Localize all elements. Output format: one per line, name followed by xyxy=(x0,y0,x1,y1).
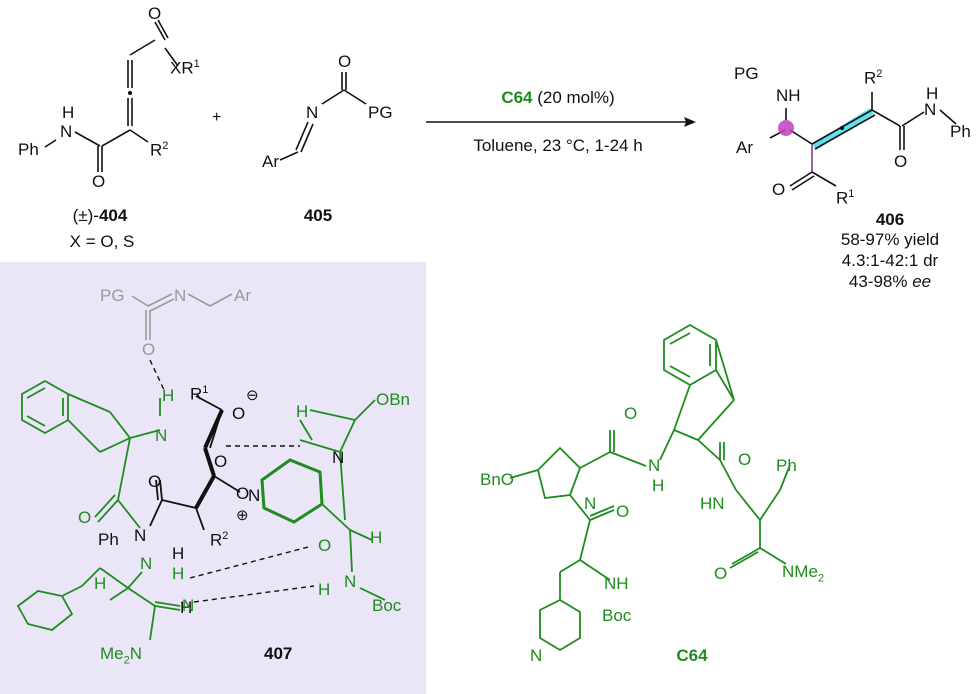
ts-green-O-amide: O xyxy=(78,508,92,527)
c64-N-proline: N xyxy=(584,494,597,513)
c64-O4: O xyxy=(714,564,728,583)
ts-green-O-lower: O xyxy=(318,536,332,555)
ts-green-H3: H xyxy=(94,574,107,593)
atom-O-406-ketone: O xyxy=(772,180,786,199)
c64-O1: O xyxy=(624,404,638,423)
ts-O2: O xyxy=(214,452,228,471)
ts-N: N xyxy=(134,526,147,545)
structure-405-bonds xyxy=(279,72,367,161)
ts-R2: R2 xyxy=(210,530,229,550)
c64-N1: N xyxy=(648,456,661,475)
compound-405-label: 405 xyxy=(303,206,333,225)
plus-sign: + xyxy=(212,109,222,126)
atom-Ph-404: Ph xyxy=(18,140,39,159)
compound-404-note: X = O, S xyxy=(69,232,135,251)
atom-Ph-406: Ph xyxy=(950,122,971,141)
atom-PG-406: PG xyxy=(734,64,759,83)
ts-green-N2: N xyxy=(140,554,153,573)
ts-Ph: Ph xyxy=(98,530,119,549)
atom-NH-406: NH xyxy=(776,86,801,105)
c64-HN: HN xyxy=(700,494,725,513)
atom-XR1-404: XR1 xyxy=(170,58,200,78)
atom-O-405: O xyxy=(338,52,352,71)
c64-NH2: NH xyxy=(604,574,629,593)
ts-grey-substrate-bonds xyxy=(131,293,233,340)
atom-Ar-406: Ar xyxy=(736,138,753,157)
ts-hbond-dashes xyxy=(149,359,315,603)
ts-plus-charge: ⊕ xyxy=(236,507,249,524)
c64-H1: H xyxy=(652,476,665,495)
c64-Ph: Ph xyxy=(776,456,797,475)
ts-green-H5: H xyxy=(296,402,309,421)
atom-N-405: N xyxy=(306,103,319,122)
ts-R1: R1 xyxy=(190,384,209,404)
compound-404-label: (±)-404 xyxy=(72,206,128,225)
structure-404-bonds xyxy=(44,19,179,172)
ts-H: H xyxy=(172,544,185,563)
ts-N-ring: N xyxy=(332,448,345,467)
catalyst-c64-label: C64 xyxy=(676,646,708,665)
yield-range: 58-97% yield xyxy=(840,230,940,249)
ts-green-NMe2: Me2N xyxy=(100,644,143,667)
atom-O-406-amide: O xyxy=(894,152,908,171)
c64-NMe2: NMe2 xyxy=(782,562,825,585)
ts-green-N1: N xyxy=(155,426,168,445)
ts-minus-charge: ⊖ xyxy=(246,387,259,404)
atom-R2-406: R2 xyxy=(864,68,883,88)
ts-green-H6: H xyxy=(370,528,383,547)
atom-H-404: H xyxy=(62,103,75,122)
ts-green-N3: N xyxy=(344,572,357,591)
ee-range: 43-98% ee xyxy=(848,272,932,291)
ts-green-H7: H xyxy=(172,564,185,583)
atom-Ar-405: Ar xyxy=(262,152,279,171)
c64-BnO: BnO xyxy=(480,470,515,489)
ts-green-Boc: Boc xyxy=(372,596,402,615)
ts-black-core-bonds xyxy=(149,395,241,531)
atom-H-406: H xyxy=(926,84,939,103)
atom-O-404-top: O xyxy=(148,4,162,23)
catalyst-condition: C64 (20 mol%) xyxy=(501,88,615,107)
atom-N-406: N xyxy=(924,100,937,119)
dr-range: 4.3:1-42:1 dr xyxy=(841,251,939,270)
solvent-temperature-time: Toluene, 23 °C, 1-24 h xyxy=(473,136,643,155)
ts-O3: O xyxy=(148,472,162,491)
ts-O4: O xyxy=(236,484,250,503)
allene-center-dot xyxy=(128,91,132,95)
atom-O-404-bottom: O xyxy=(92,172,106,191)
atom-N-404: N xyxy=(60,122,73,141)
atom-PG-405: PG xyxy=(368,103,393,122)
stereocenter-dot xyxy=(778,120,794,136)
ts-green-NBoc-O: N xyxy=(182,596,195,615)
ts-O-minus: O xyxy=(232,404,246,423)
compound-407-label: 407 xyxy=(264,644,293,663)
ts-grey-O: O xyxy=(142,340,156,359)
c64-N-pyridine: N xyxy=(530,646,543,665)
allene-center-dot-406 xyxy=(840,126,844,130)
c64-Boc: Boc xyxy=(602,606,632,625)
ts-green-OBn: OBn xyxy=(376,390,411,409)
atom-R1-406: R1 xyxy=(836,188,855,208)
reaction-arrow xyxy=(426,117,696,127)
atom-R2-404: R2 xyxy=(150,140,169,160)
ts-green-H-top: H xyxy=(162,386,175,405)
compound-406-label: 406 xyxy=(875,210,905,229)
ts-N-pyridinium: N xyxy=(248,486,261,505)
ts-grey-PG: PG xyxy=(100,286,125,305)
ts-green-catalyst-bonds xyxy=(16,379,386,641)
ts-green-H4: H xyxy=(318,580,331,599)
ts-grey-N: N xyxy=(174,286,187,305)
ts-grey-Ar: Ar xyxy=(234,286,251,305)
c64-O3: O xyxy=(738,450,752,469)
ts-H2: H xyxy=(180,598,193,617)
c64-O2: O xyxy=(616,502,630,521)
